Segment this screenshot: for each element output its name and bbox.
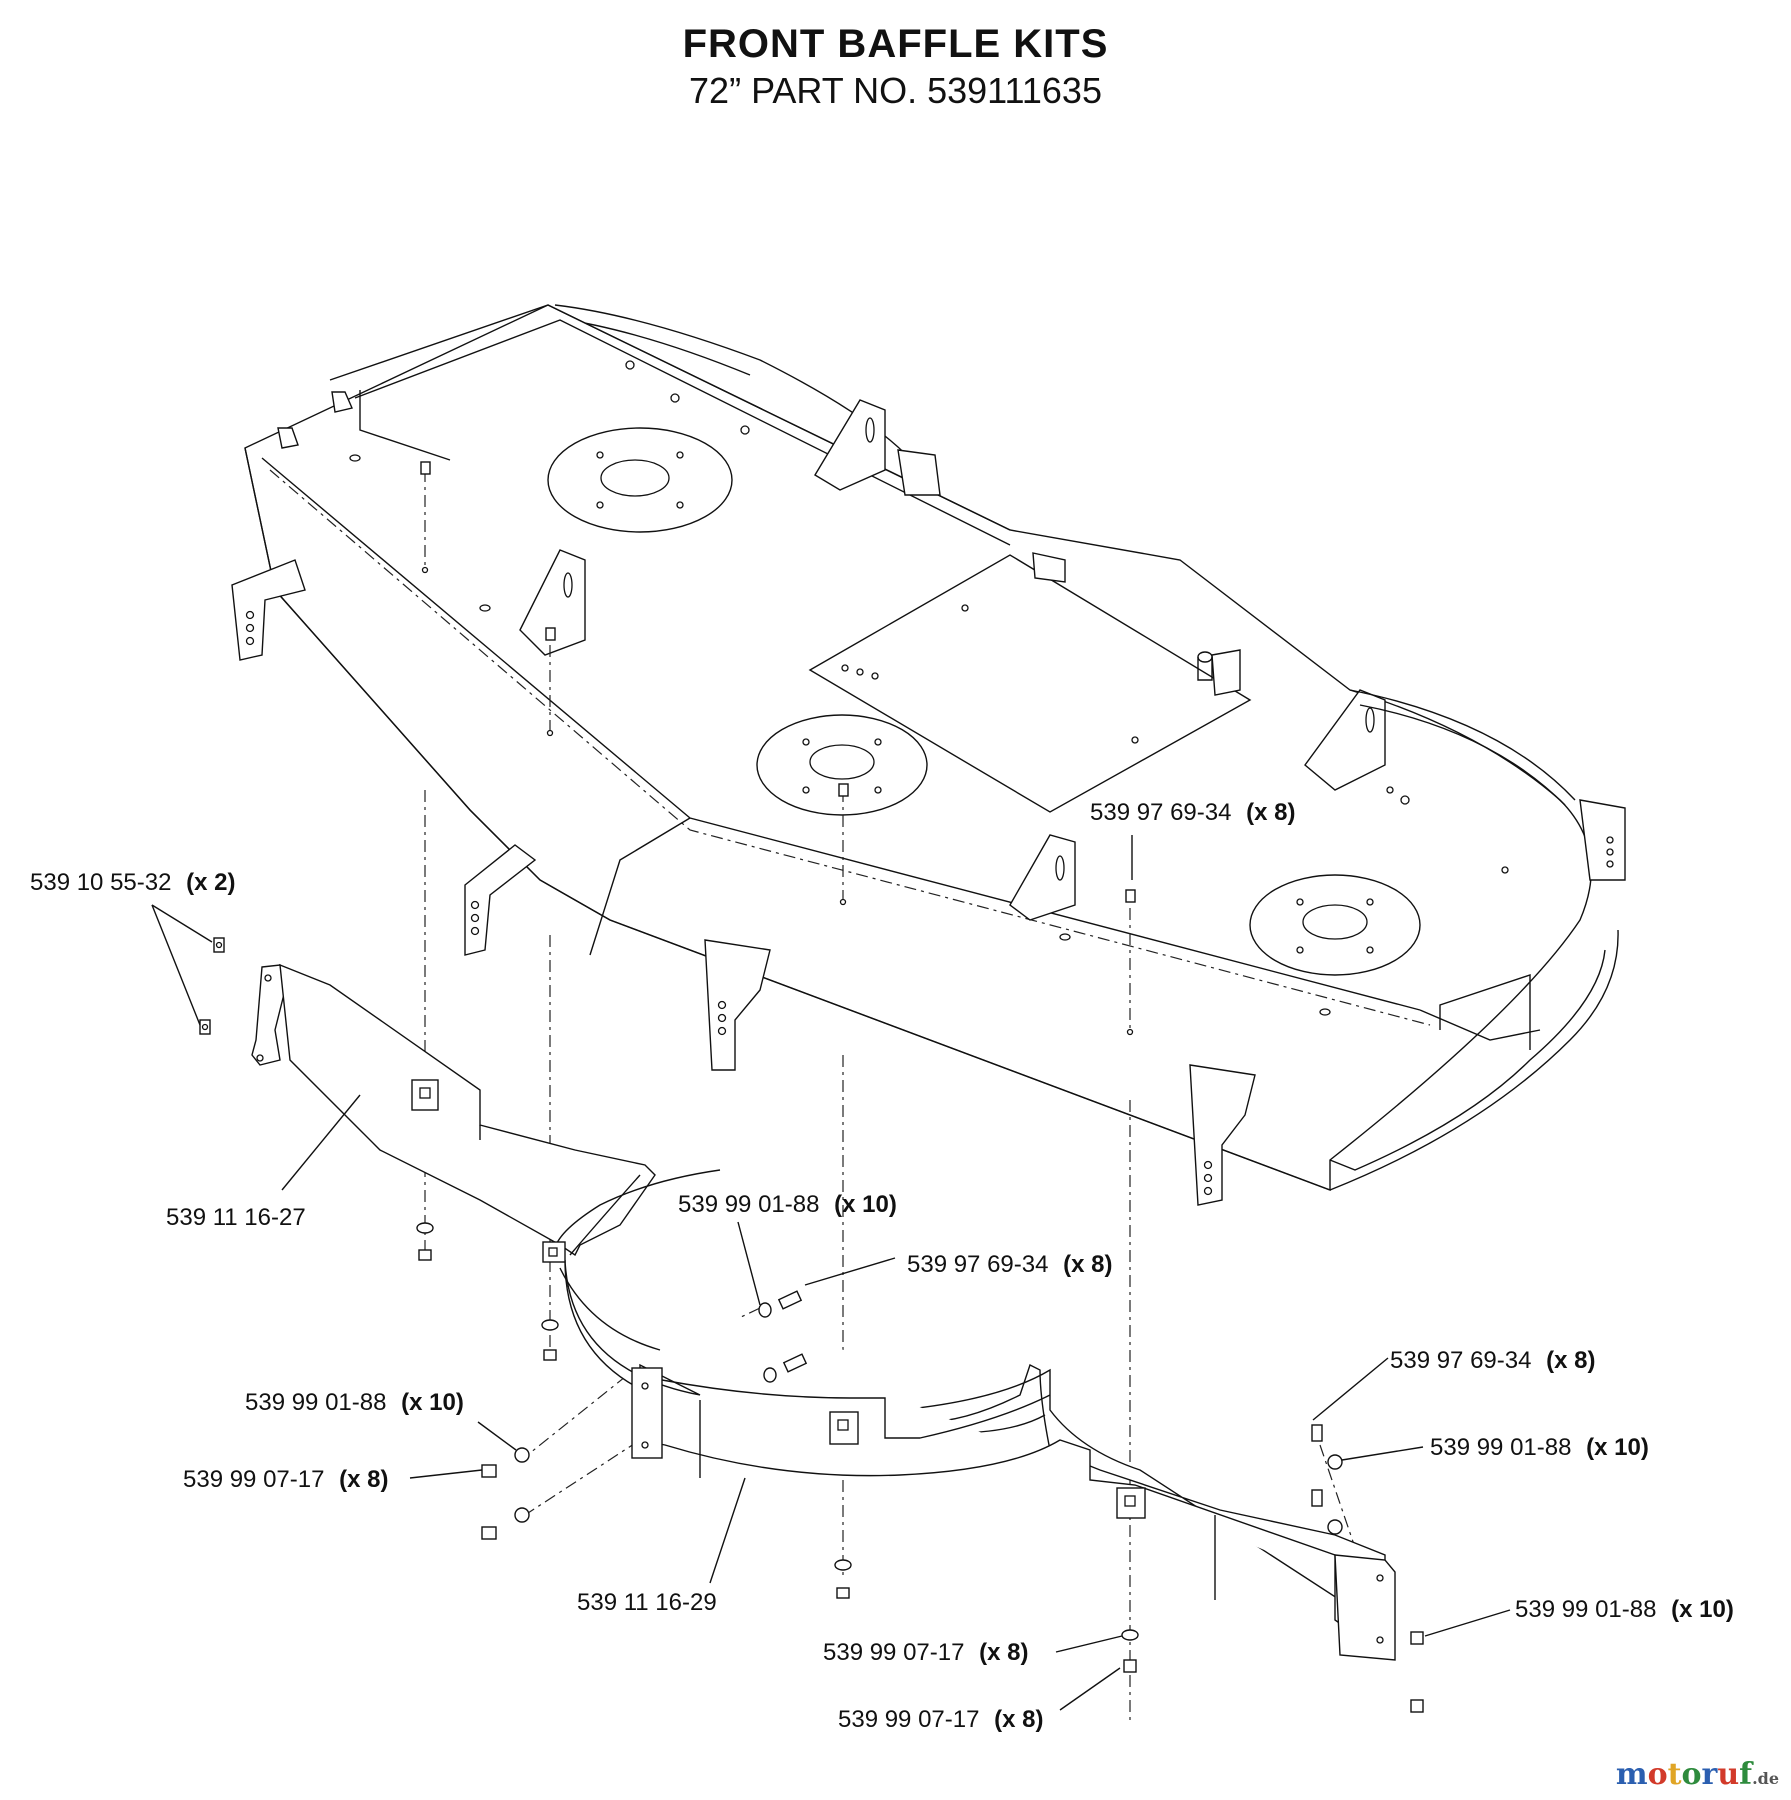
callouts: 539 10 55-32 (x 2) 539 11 16-27 539 97 6… [30, 799, 1734, 1733]
deck-bolts [420, 461, 1136, 1036]
callout-c5: 539 97 69-34 (x 8) [907, 1251, 1113, 1278]
diagram-subtitle: 72” PART NO. 539111635 [689, 70, 1102, 111]
baffle-center[interactable] [542, 1169, 1396, 1661]
spindle-plate-center [756, 714, 928, 816]
watermark-brand: motoruf [1615, 1757, 1753, 1792]
callout-c4: 539 99 01-88 (x 10) [678, 1191, 897, 1218]
spindle-plate-left [547, 427, 733, 533]
callout-c10: 539 11 16-29 [577, 1589, 717, 1616]
callout-c12: 539 99 01-88 (x 10) [1515, 1596, 1734, 1623]
diagram-title: FRONT BAFFLE KITS [682, 22, 1109, 66]
baffle-left[interactable] [199, 937, 656, 1257]
belt-cover [808, 554, 1252, 813]
callout-c11: 539 99 07-17 (x 8) [823, 1639, 1029, 1666]
callout-c6: 539 97 69-34 (x 8) [1390, 1347, 1596, 1374]
callout-c3: 539 97 69-34 (x 8) [1090, 799, 1296, 826]
callout-c13: 539 99 07-17 (x 8) [838, 1706, 1044, 1733]
watermark-tld: .de [1752, 1769, 1779, 1788]
callout-c7: 539 99 01-88 (x 10) [1430, 1434, 1649, 1461]
hardware [416, 1222, 1424, 1713]
callout-c1: 539 10 55-32 (x 2) [30, 869, 236, 896]
motoruf-watermark: motoruf.de [1616, 1757, 1779, 1792]
leader-lines [151, 835, 1511, 1711]
callout-c9: 539 99 07-17 (x 8) [183, 1466, 389, 1493]
callout-c2: 539 11 16-27 [166, 1204, 306, 1231]
spindle-plate-right [1249, 874, 1421, 976]
callout-c8: 539 99 01-88 (x 10) [245, 1389, 464, 1416]
mower-deck [231, 304, 1626, 1206]
